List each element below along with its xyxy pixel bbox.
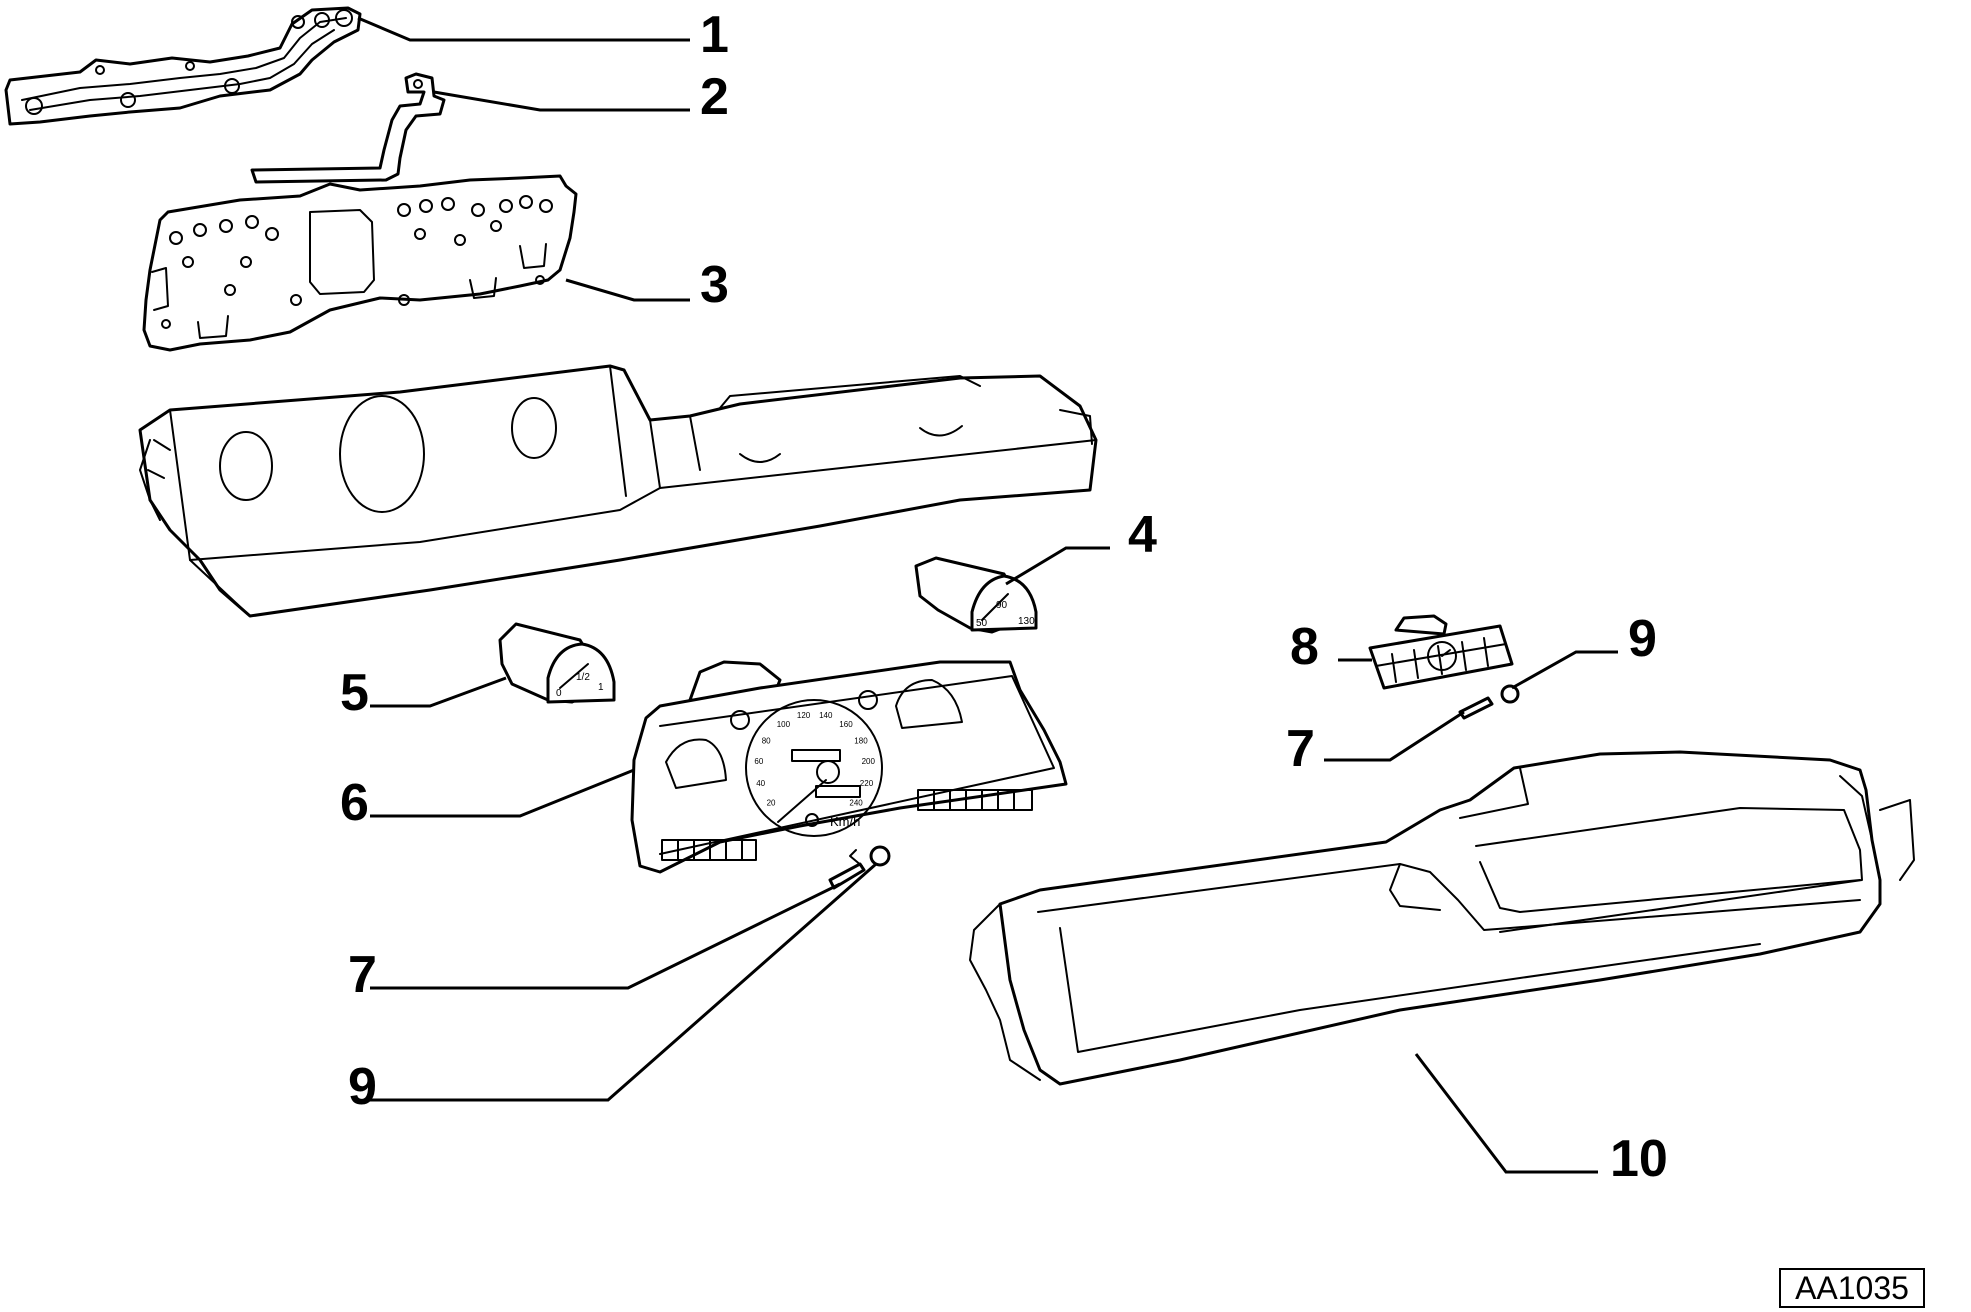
speed-tick-label: 180 [854,736,868,745]
speed-tick-label: 240 [849,799,863,808]
speed-tick-label: 160 [839,720,853,729]
part-8-clock [1368,614,1514,690]
callout-7-right: 7 [1286,720,1315,778]
callout-8: 8 [1290,618,1319,676]
gauge5-tick-2: 1 [598,682,604,693]
leader-lines [357,16,1618,1174]
part-10-bezel [969,750,1915,1086]
speed-tick-label: 60 [754,757,763,766]
instrument-panel-housing [138,364,1098,618]
part-2-bracket [250,72,446,184]
callout-4: 4 [1128,506,1157,564]
part-7-bulb-left [828,862,866,890]
callout-5: 5 [340,664,369,722]
callout-7-left: 7 [348,946,377,1004]
part-1-printed-circuit [4,6,362,126]
speed-tick-label: 100 [777,720,791,729]
speed-tick-label: 80 [762,736,771,745]
part-4-gauge: 50 90 130 [914,556,1038,634]
part-5-gauge: 0 1/2 1 [498,622,616,704]
speed-tick-label: 20 [767,799,776,808]
gauge4-tick-2: 130 [1018,616,1035,627]
callout-9-right: 9 [1628,610,1657,668]
callout-9-left: 9 [348,1058,377,1116]
reference-code: AA1035 [1795,1270,1909,1306]
callout-labels: 1 2 3 4 5 6 7 9 8 9 7 10 [340,6,1668,1188]
callout-2: 2 [700,68,729,126]
part-3-circuit-board [142,174,578,352]
gauge4-tick-1: 90 [996,600,1008,611]
part-9-socket-left [849,845,891,867]
callout-6: 6 [340,774,369,832]
speed-tick-label: 40 [756,779,765,788]
reference-code-box: AA1035 [1779,1268,1925,1308]
callout-10: 10 [1610,1130,1668,1188]
callout-1: 1 [700,6,729,64]
gauge4-tick-0: 50 [976,618,988,629]
speed-tick-label: 140 [819,711,833,720]
gauge5-tick-1: 1/2 [576,672,590,683]
speed-tick-label: 200 [862,757,876,766]
speed-tick-label: 220 [860,779,874,788]
gauge5-tick-0: 0 [556,688,562,699]
speedometer-unit: Km/h [830,814,860,829]
part-7-bulb-right [1458,696,1494,720]
speed-tick-label: 120 [797,711,811,720]
part-9-socket-right [1500,684,1520,704]
callout-3: 3 [700,256,729,314]
